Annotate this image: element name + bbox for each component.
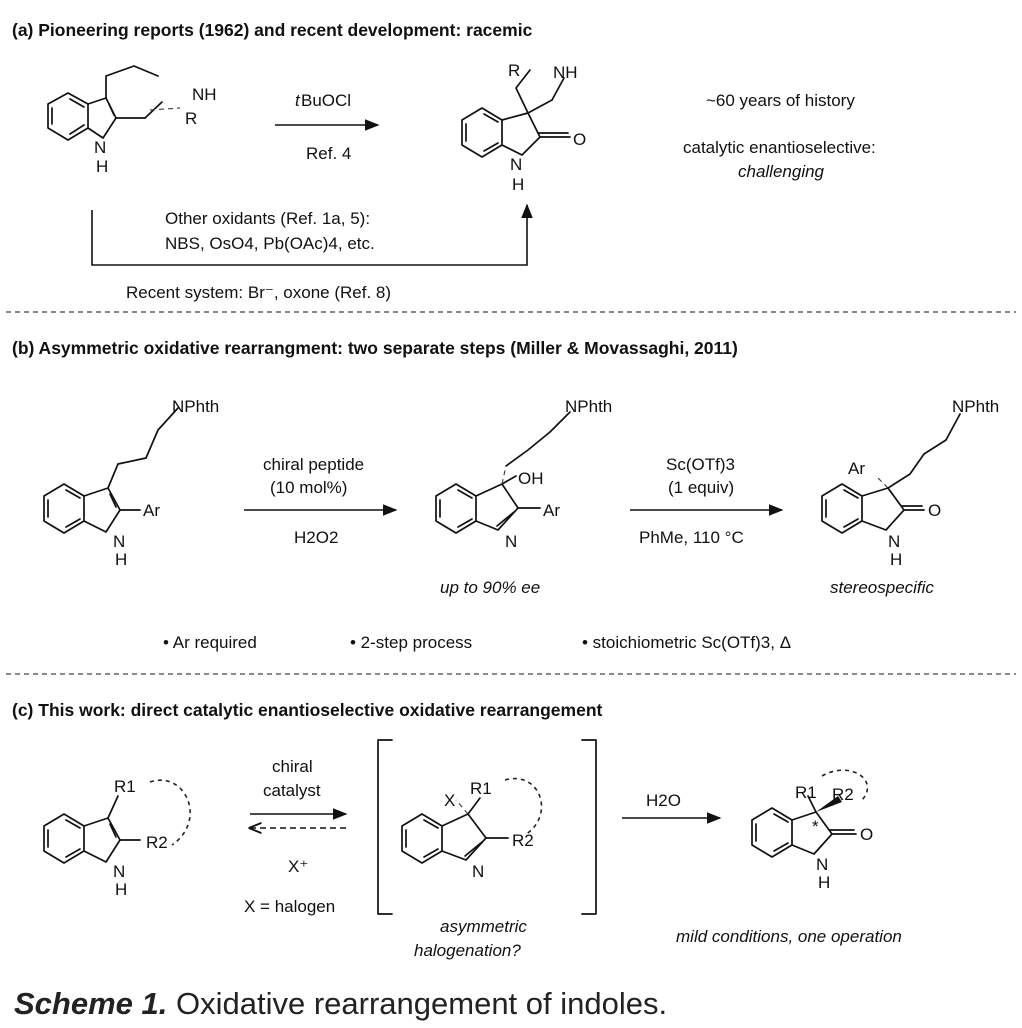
other-oxidants-line1: Other oxidants (Ref. 1a, 5): bbox=[165, 209, 370, 228]
atom-n: N bbox=[113, 862, 125, 881]
panel-a-substrate-structure bbox=[47, 65, 181, 141]
atom-r: R bbox=[185, 109, 197, 128]
atom-o: O bbox=[928, 501, 941, 520]
atom-ar: Ar bbox=[143, 501, 160, 520]
atom-r2: R2 bbox=[512, 831, 534, 850]
atom-n: N bbox=[505, 532, 517, 551]
caption-text: Oxidative rearrangement of indoles. bbox=[176, 986, 668, 1021]
atom-nphth: NPhth bbox=[172, 397, 219, 416]
reagent-label: BuOCl bbox=[301, 91, 351, 110]
history-note: ~60 years of history bbox=[706, 91, 855, 110]
step1-line3: H2O2 bbox=[294, 528, 338, 547]
left-bracket bbox=[377, 739, 393, 915]
panel-c-heading: (c) This work: direct catalytic enantios… bbox=[12, 700, 603, 720]
atom-h: H bbox=[96, 157, 108, 176]
atom-nh: NH bbox=[192, 85, 217, 104]
panel-b-intermediate-structure bbox=[435, 411, 571, 534]
step1-line1: chiral peptide bbox=[263, 455, 364, 474]
atom-ar: Ar bbox=[848, 459, 865, 478]
bullet-ar-required: • Ar required bbox=[163, 633, 257, 652]
atom-h: H bbox=[890, 550, 902, 569]
atom-nphth: NPhth bbox=[952, 397, 999, 416]
x-plus-label: X⁺ bbox=[288, 857, 308, 876]
atom-n: N bbox=[94, 138, 106, 157]
bullet-two-step: • 2-step process bbox=[350, 633, 472, 652]
atom-r2: R2 bbox=[146, 833, 168, 852]
scheme-caption: Scheme 1. Oxidative rearrangement of ind… bbox=[14, 986, 667, 1022]
catalyst-line1: chiral bbox=[272, 757, 313, 776]
caption-title: Scheme 1. bbox=[14, 986, 168, 1021]
atom-r: R bbox=[508, 61, 520, 80]
atom-h: H bbox=[115, 880, 127, 899]
step1-line2: (10 mol%) bbox=[270, 478, 347, 497]
challenging-note: challenging bbox=[738, 162, 825, 181]
atom-n: N bbox=[816, 855, 828, 874]
atom-oh: OH bbox=[518, 469, 544, 488]
atom-r2: R2 bbox=[832, 785, 854, 804]
atom-h: H bbox=[512, 175, 524, 194]
water-label: H2O bbox=[646, 791, 681, 810]
atom-r1: R1 bbox=[470, 779, 492, 798]
reagent-prefix: t bbox=[295, 91, 301, 110]
panel-a-heading: (a) Pioneering reports (1962) and recent… bbox=[12, 20, 533, 40]
intermediate-label-line2: halogenation? bbox=[414, 941, 521, 960]
other-oxidants-arrow bbox=[91, 203, 533, 266]
panel-a-product-structure bbox=[461, 69, 571, 158]
panel-c-product-structure bbox=[751, 769, 869, 858]
atom-n: N bbox=[113, 532, 125, 551]
right-bracket bbox=[581, 739, 597, 915]
stereospecific-label: stereospecific bbox=[830, 578, 934, 597]
x-definition-label: X = halogen bbox=[244, 897, 335, 916]
atom-o: O bbox=[573, 130, 586, 149]
atom-n: N bbox=[888, 532, 900, 551]
step2-line1: Sc(OTf)3 bbox=[666, 455, 735, 474]
atom-n: N bbox=[510, 155, 522, 174]
mild-conditions-label: mild conditions, one operation bbox=[676, 927, 902, 946]
atom-r1: R1 bbox=[114, 777, 136, 796]
atom-h: H bbox=[818, 873, 830, 892]
stereocenter-star: * bbox=[812, 817, 819, 836]
intermediate-ee-label: up to 90% ee bbox=[440, 578, 540, 597]
intermediate-label-line1: asymmetric bbox=[440, 917, 527, 936]
recent-system-label: Recent system: Br⁻, oxone (Ref. 8) bbox=[126, 283, 391, 302]
other-oxidants-line2: NBS, OsO4, Pb(OAc)4, etc. bbox=[165, 234, 375, 253]
atom-r1: R1 bbox=[795, 783, 817, 802]
panel-c-substrate-structure bbox=[43, 779, 191, 864]
atom-o: O bbox=[860, 825, 873, 844]
catalytic-note: catalytic enantioselective: bbox=[683, 138, 876, 157]
atom-ar: Ar bbox=[543, 501, 560, 520]
bullet-stoichiometric: • stoichiometric Sc(OTf)3, Δ bbox=[582, 633, 791, 652]
atom-nh: NH bbox=[553, 63, 578, 82]
panel-b-product-structure bbox=[821, 413, 961, 534]
panel-b-heading: (b) Asymmetric oxidative rearrangment: t… bbox=[12, 338, 738, 358]
step2-line2: (1 equiv) bbox=[668, 478, 734, 497]
panel-b-substrate-structure bbox=[43, 407, 179, 534]
atom-n: N bbox=[472, 862, 484, 881]
atom-x: X bbox=[444, 791, 455, 810]
atom-h: H bbox=[115, 550, 127, 569]
step2-line3: PhMe, 110 °C bbox=[639, 528, 744, 547]
atom-nphth: NPhth bbox=[565, 397, 612, 416]
reference-label: Ref. 4 bbox=[306, 144, 351, 163]
panel-c-intermediate-structure bbox=[401, 777, 543, 864]
catalyst-line2: catalyst bbox=[263, 781, 321, 800]
